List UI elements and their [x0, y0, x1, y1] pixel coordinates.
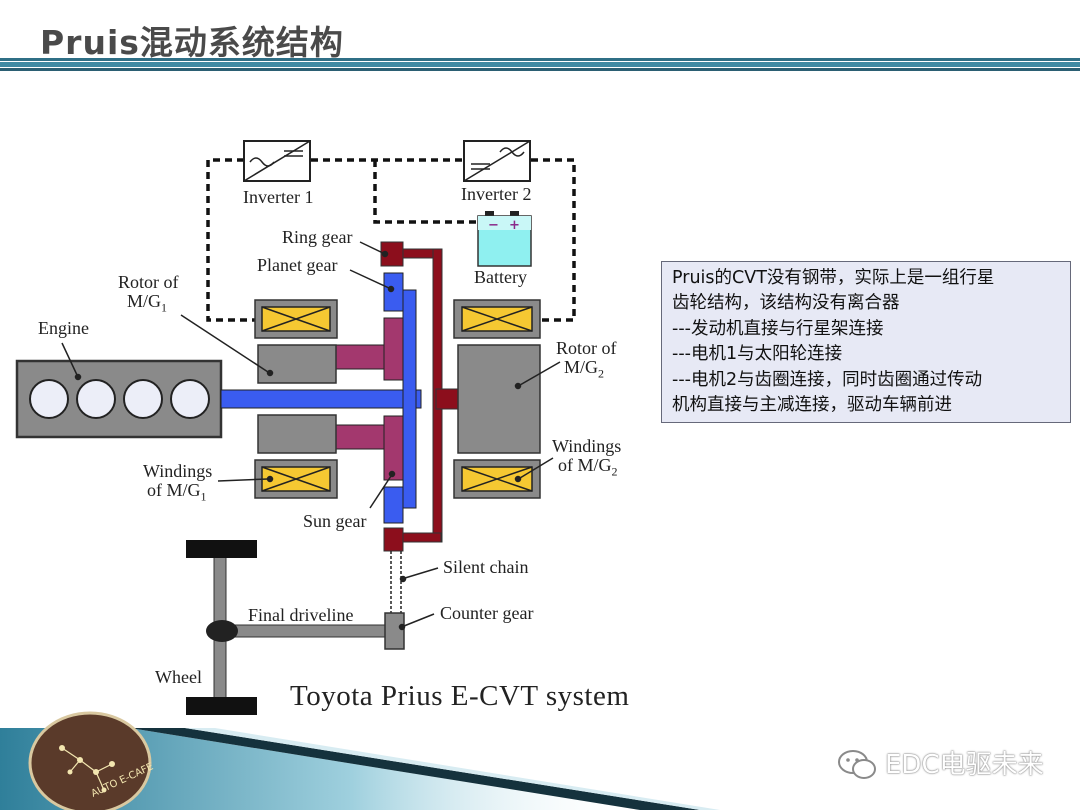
label-windings-mg2-text: of M/G [558, 454, 612, 475]
label-ring-gear: Ring gear [282, 227, 353, 247]
label-inverter-1: Inverter 1 [243, 187, 314, 207]
dashed-wiring [206, 158, 576, 322]
label-rotor-mg1-sub: 1 [161, 300, 168, 315]
planet-carrier [335, 317, 404, 481]
label-wheel: Wheel [155, 667, 202, 687]
label-rotor-mg1: Rotor of M/G1 [118, 273, 179, 314]
label-rotor-mg2-text: M/G [564, 356, 599, 377]
note-line: ---发动机直接与行星架连接 [672, 318, 884, 339]
label-planet-gear: Planet gear [257, 255, 338, 275]
note-line: Pruis的CVT没有钢带，实际上是一组行星 [672, 268, 995, 288]
label-rotor-mg2-line1: Rotor of [556, 338, 617, 358]
label-windings-mg2-sub: 2 [611, 464, 618, 479]
note-line: ---电机1与太阳轮连接 [672, 344, 843, 365]
battery-icon: − + [477, 211, 532, 267]
label-rotor-mg1-text: M/G [127, 290, 162, 311]
slide-title: Pruis混动系统结构 [40, 23, 344, 62]
label-windings-mg1-line2: of M/G1 [143, 479, 212, 504]
svg-text:−: − [488, 218, 499, 233]
label-rotor-mg1-line2: M/G1 [118, 290, 179, 315]
label-rotor-mg2-line2: M/G2 [556, 356, 617, 381]
label-windings-mg2-line2: of M/G2 [552, 454, 621, 479]
inverter-1-icon [243, 140, 311, 182]
engine-block [15, 359, 223, 439]
label-rotor-mg2: Rotor of M/G2 [556, 339, 617, 380]
mg1 [254, 299, 338, 499]
label-counter-gear: Counter gear [440, 603, 534, 623]
sun-gear-shaft [220, 272, 422, 524]
leader-lines [61, 241, 561, 631]
label-windings-mg1-line1: Windings [143, 461, 213, 481]
label-sun-gear: Sun gear [303, 511, 367, 531]
label-engine: Engine [38, 318, 89, 338]
label-silent-chain: Silent chain [443, 557, 529, 577]
label-windings-mg1-sub: 1 [200, 489, 207, 504]
label-rotor-mg1-line1: Rotor of [118, 272, 179, 292]
label-windings-mg2: Windings of M/G2 [552, 437, 621, 478]
note-line: 齿轮结构，该结构没有离合器 [672, 293, 900, 314]
final-drive [186, 540, 405, 715]
label-windings-mg2-line1: Windings [552, 436, 622, 456]
label-final-driveline: Final driveline [248, 605, 354, 625]
note-box: Pruis的CVT没有钢带，实际上是一组行星 齿轮结构，该结构没有离合器 ---… [661, 261, 1071, 423]
label-inverter-2: Inverter 2 [461, 184, 532, 204]
note-line: ---电机2与齿圈连接，同时齿圈通过传动 [672, 369, 983, 390]
note-line: 机构直接与主减连接，驱动车辆前进 [672, 395, 952, 416]
wechat-icon [838, 750, 876, 779]
diagram-caption: Toyota Prius E-CVT system [290, 680, 630, 712]
svg-text:+: + [509, 218, 520, 233]
title-underline-bar [0, 58, 1080, 71]
silent-chain [390, 551, 402, 614]
label-windings-mg1-text: of M/G [147, 479, 201, 500]
mg2 [453, 299, 541, 499]
inverter-2-icon [463, 140, 531, 182]
label-rotor-mg2-sub: 2 [598, 366, 605, 381]
watermark-text: EDC电驱未来 [885, 750, 1044, 780]
label-battery: Battery [474, 267, 527, 287]
label-windings-mg1: Windings of M/G1 [143, 462, 212, 503]
ring-gear-frame [380, 241, 459, 552]
